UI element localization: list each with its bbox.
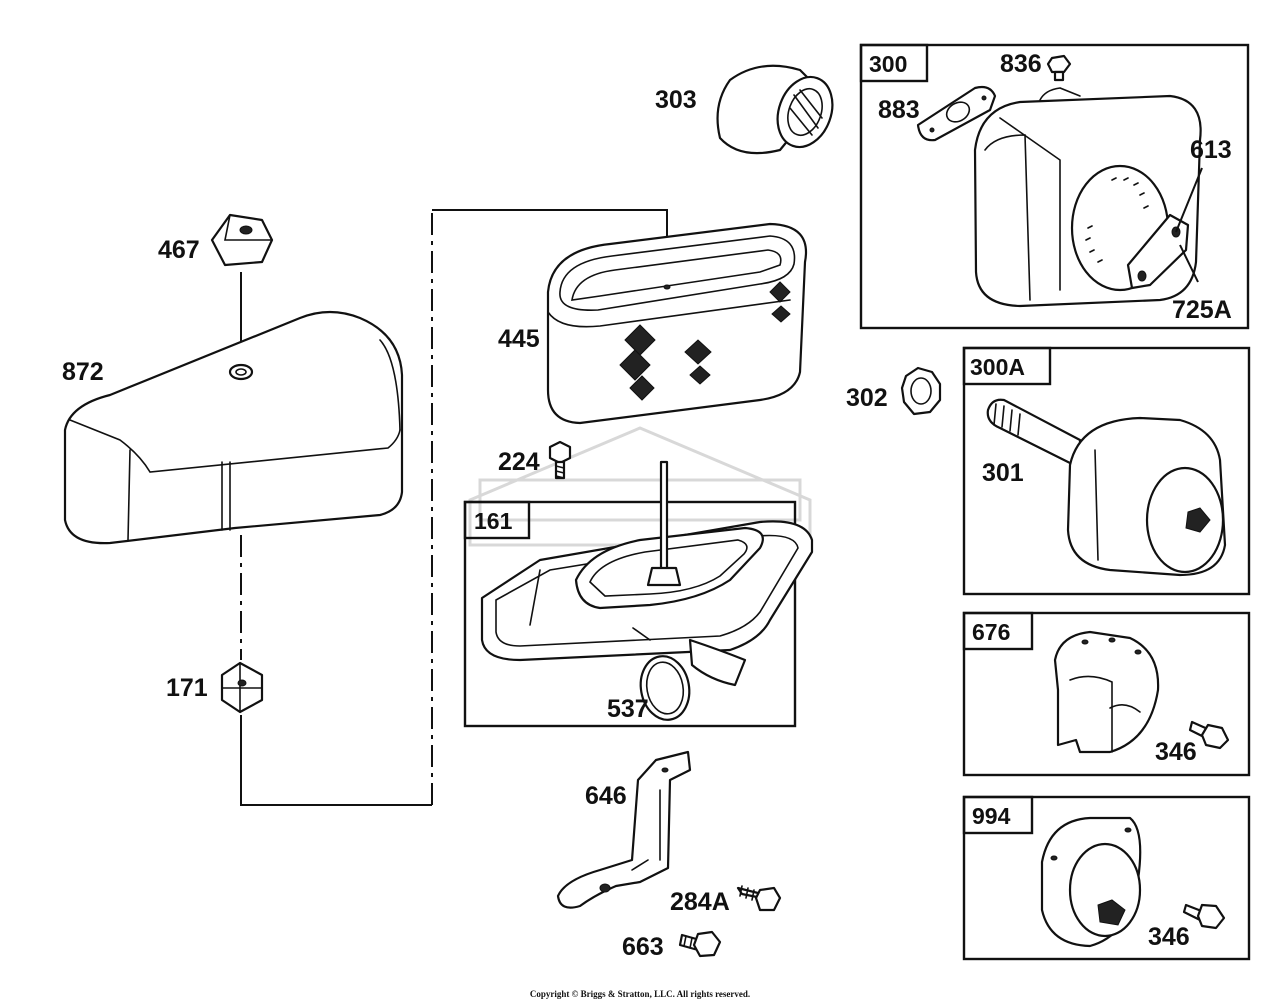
callout-883: 883	[878, 96, 920, 124]
part-676-deflector	[1053, 630, 1160, 754]
muffler-perforations	[1085, 177, 1149, 263]
callout-346-b: 346	[1148, 923, 1190, 951]
box-994	[962, 795, 1251, 961]
part-346-screw-b	[1182, 903, 1226, 930]
callout-836: 836	[1000, 50, 1042, 78]
part-303-elbow	[716, 64, 834, 155]
part-994-arrestor	[1040, 816, 1142, 948]
callout-613: 613	[1190, 136, 1232, 164]
callout-284a: 284A	[670, 888, 730, 916]
callout-346-a: 346	[1155, 738, 1197, 766]
muffler-outlet-holes	[1185, 507, 1211, 533]
part-872-cover	[63, 310, 404, 545]
callout-646: 646	[585, 782, 627, 810]
box-161	[463, 500, 797, 728]
part-646-bracket	[556, 750, 692, 909]
part-302-nut	[900, 366, 942, 416]
callout-725a: 725A	[1172, 296, 1232, 324]
callout-301: 301	[982, 459, 1024, 487]
callout-224: 224	[498, 448, 540, 476]
callout-302: 302	[846, 384, 888, 412]
part-300-muffler	[973, 87, 1203, 308]
callout-303: 303	[655, 86, 697, 114]
part-171-grommet	[220, 661, 264, 714]
callout-537: 537	[607, 695, 649, 723]
filter-pleat-marks	[619, 281, 791, 401]
box-300a	[962, 346, 1251, 596]
part-224-screw	[548, 440, 572, 480]
callout-445: 445	[498, 325, 540, 353]
box-label-300a: 300A	[970, 354, 1025, 380]
part-445-filter	[546, 222, 808, 425]
callout-872: 872	[62, 358, 104, 386]
box-label-161: 161	[474, 508, 513, 534]
callout-171: 171	[166, 674, 208, 702]
part-467-knob	[210, 213, 274, 267]
box-label-300: 300	[869, 51, 907, 77]
part-346-screw-a	[1188, 720, 1230, 750]
callout-663: 663	[622, 933, 664, 961]
box-676	[962, 611, 1251, 777]
copyright-notice: Copyright © Briggs & Stratton, LLC. All …	[530, 989, 750, 999]
box-300	[859, 43, 1250, 330]
box-label-676: 676	[972, 619, 1010, 645]
part-836-screw	[1046, 54, 1072, 82]
box-label-994: 994	[972, 803, 1011, 829]
callout-467: 467	[158, 236, 200, 264]
part-883-gasket	[916, 85, 997, 142]
part-663-bolt	[678, 930, 722, 958]
part-284a-screw	[736, 885, 782, 912]
part-161-base	[480, 460, 814, 721]
part-301-muffler	[986, 398, 1227, 577]
